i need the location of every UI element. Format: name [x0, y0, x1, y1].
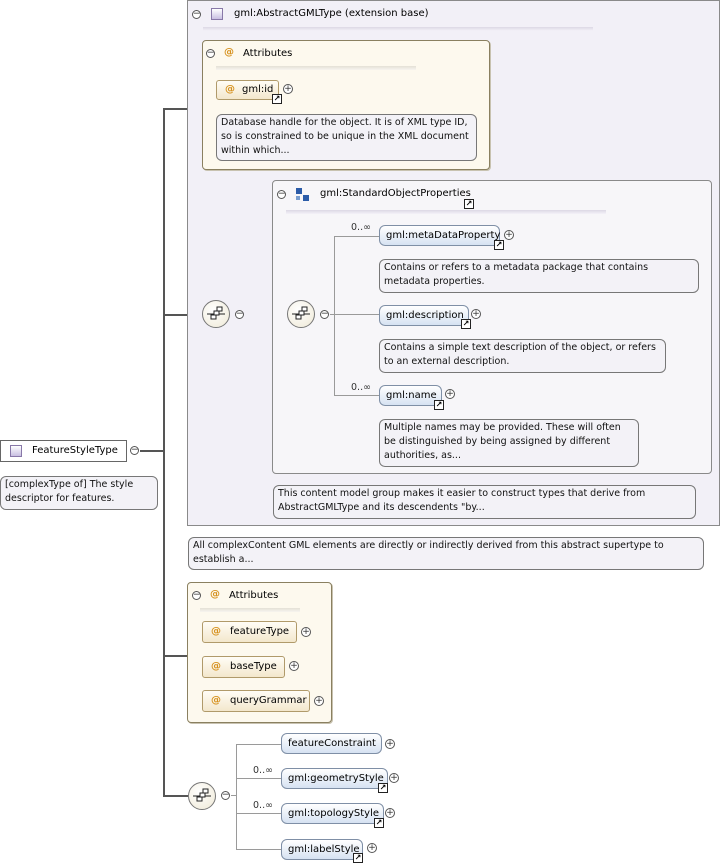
- element-topologystyle[interactable]: gml:topologyStyle: [281, 803, 384, 824]
- attribute-featuretype-label: featureType: [230, 626, 290, 637]
- element-featureconstraint[interactable]: featureConstraint: [281, 733, 382, 754]
- extension-note: All complexContent GML elements are dire…: [188, 537, 704, 570]
- attribute-querygrammar[interactable]: @ queryGrammar: [202, 690, 310, 712]
- cardinality-label: 0..∞: [253, 800, 273, 811]
- branch-line: [334, 236, 380, 237]
- attribute-basetype[interactable]: @ baseType: [202, 656, 285, 678]
- element-name[interactable]: gml:name: [379, 385, 442, 406]
- sequence-icon[interactable]: [188, 782, 216, 810]
- root-collapse-icon[interactable]: −: [130, 445, 139, 455]
- group-squares-icon: [296, 188, 309, 201]
- extension-attributes-divider: [216, 66, 416, 70]
- group-collapse-icon[interactable]: −: [277, 189, 286, 199]
- expand-icon[interactable]: +: [445, 389, 455, 399]
- complex-type-icon: [211, 8, 223, 20]
- expand-icon[interactable]: +: [289, 661, 299, 671]
- branch-line: [236, 778, 281, 779]
- extension-attributes-title: Attributes: [243, 48, 293, 59]
- sequence-icon[interactable]: [202, 300, 230, 328]
- link-icon[interactable]: ↗: [353, 853, 363, 863]
- sequence-collapse-icon[interactable]: −: [320, 309, 329, 319]
- extension-header-divider: [203, 27, 593, 31]
- root-element[interactable]: [0, 440, 127, 462]
- connector-root: [140, 450, 165, 452]
- cardinality-label: 0..∞: [351, 382, 371, 393]
- branch-line: [236, 813, 281, 814]
- attribute-querygrammar-label: queryGrammar: [230, 695, 307, 706]
- link-icon[interactable]: ↗: [434, 400, 444, 410]
- expand-icon[interactable]: +: [314, 696, 324, 706]
- branch-line-vertical: [236, 744, 237, 850]
- branch-line: [231, 795, 237, 796]
- expand-icon[interactable]: +: [301, 627, 311, 637]
- branch-line: [236, 849, 281, 850]
- link-icon[interactable]: ↗: [378, 783, 388, 793]
- branch-line: [334, 395, 380, 396]
- sequence-collapse-icon[interactable]: −: [235, 309, 244, 319]
- extension-collapse-icon[interactable]: −: [192, 9, 201, 19]
- element-metadataproperty[interactable]: gml:metaDataProperty: [379, 225, 500, 246]
- element-geometrystyle[interactable]: gml:geometryStyle: [281, 768, 388, 789]
- connector-to-sequence: [163, 795, 188, 797]
- expand-icon[interactable]: +: [389, 773, 399, 783]
- branch-line: [330, 314, 380, 315]
- link-icon[interactable]: ↗: [374, 818, 384, 828]
- element-labelstyle[interactable]: gml:labelStyle: [281, 839, 363, 860]
- connector-to-extension-attrs: [163, 108, 203, 110]
- cardinality-label: 0..∞: [253, 765, 273, 776]
- attribute-basetype-label: baseType: [230, 661, 277, 672]
- expand-icon[interactable]: +: [471, 309, 481, 319]
- connector-to-extension-seq: [163, 314, 203, 316]
- expand-icon[interactable]: +: [504, 230, 514, 240]
- metadataproperty-note: Contains or refers to a metadata package…: [379, 259, 699, 293]
- attributes-divider: [200, 608, 300, 612]
- attribute-group-icon: @: [210, 589, 220, 600]
- root-label: FeatureStyleType: [32, 445, 118, 456]
- branch-line-vertical: [334, 236, 335, 396]
- attributes-title: Attributes: [229, 590, 279, 601]
- expand-icon[interactable]: +: [385, 739, 395, 749]
- attribute-icon: @: [211, 695, 221, 706]
- branch-line: [236, 744, 281, 745]
- attribute-gml-id-note: Database handle for the object. It is of…: [216, 114, 477, 161]
- group-note: This content model group makes it easier…: [273, 485, 696, 519]
- connector-to-attributes: [163, 655, 188, 657]
- description-note: Contains a simple text description of th…: [379, 339, 666, 373]
- link-icon[interactable]: ↗: [272, 94, 282, 104]
- extension-label: gml:AbstractGMLType (extension base): [234, 8, 429, 19]
- link-icon[interactable]: ↗: [461, 319, 471, 329]
- sequence-collapse-icon[interactable]: −: [221, 790, 230, 800]
- main-connector-vertical: [163, 108, 165, 796]
- link-icon[interactable]: ↗: [464, 199, 474, 209]
- expand-icon[interactable]: +: [385, 808, 395, 818]
- attributes-collapse-icon[interactable]: −: [192, 590, 201, 600]
- group-label: gml:StandardObjectProperties: [320, 188, 471, 199]
- element-description[interactable]: gml:description: [379, 305, 469, 326]
- attribute-gml-id[interactable]: @ gml:id: [216, 80, 279, 100]
- link-icon[interactable]: ↗: [494, 240, 504, 250]
- group-header-divider: [286, 210, 606, 214]
- complex-type-icon: [10, 445, 22, 457]
- attribute-group-icon: @: [224, 47, 234, 58]
- attribute-gml-id-label: gml:id: [242, 84, 274, 95]
- expand-icon[interactable]: +: [367, 843, 377, 853]
- extension-attributes-collapse-icon[interactable]: −: [206, 48, 215, 58]
- attribute-featuretype[interactable]: @ featureType: [202, 621, 297, 643]
- cardinality-label: 0..∞: [351, 222, 371, 233]
- name-note: Multiple names may be provided. These wi…: [379, 419, 639, 467]
- attribute-icon: @: [225, 84, 235, 95]
- attribute-icon: @: [211, 626, 221, 637]
- attribute-icon: @: [211, 661, 221, 672]
- root-note: [complexType of] The style descriptor fo…: [0, 476, 158, 510]
- expand-icon[interactable]: +: [283, 84, 293, 94]
- sequence-icon[interactable]: [287, 300, 315, 328]
